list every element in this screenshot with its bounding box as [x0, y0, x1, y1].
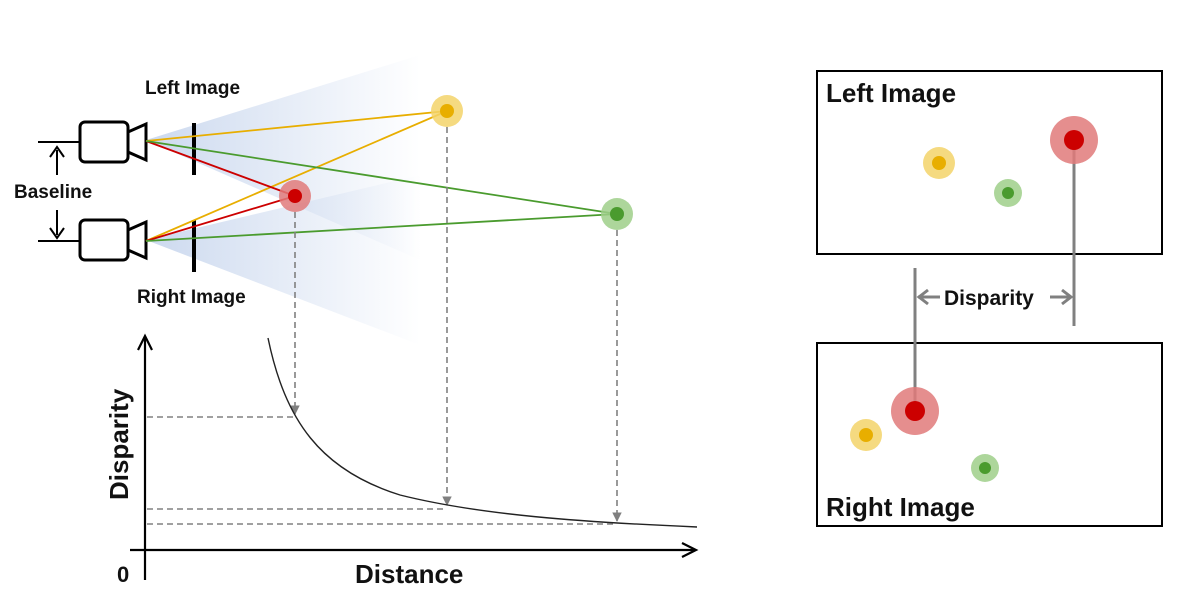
right-image-green-point	[971, 454, 999, 482]
right-image-red-point	[891, 387, 939, 435]
dashed-guides	[147, 127, 622, 525]
left-image-label: Left Image	[145, 78, 240, 99]
projection-rays	[145, 110, 618, 242]
right-image-panel-title: Right Image	[826, 492, 975, 522]
disparity-arrow	[916, 288, 1074, 306]
green-point-3d	[601, 198, 633, 230]
right-camera-frustum	[146, 175, 420, 345]
red-point-3d	[279, 180, 311, 212]
disparity-label: Disparity	[944, 287, 1034, 310]
disparity-curve	[267, 337, 698, 528]
yellow-point-3d	[431, 95, 463, 127]
left-image-panel	[816, 70, 1163, 255]
left-image-green-point	[994, 179, 1022, 207]
baseline-label: Baseline	[14, 182, 92, 203]
graph-origin-label: 0	[117, 562, 129, 587]
baseline-indicator	[38, 141, 80, 242]
left-camera-icon	[78, 120, 148, 164]
left-image-yellow-point	[923, 147, 955, 179]
left-image-red-point	[1050, 116, 1098, 164]
graph-y-axis-label: Disparity	[104, 388, 134, 500]
graph-axes	[130, 333, 699, 580]
graph-x-axis-label: Distance	[355, 559, 463, 589]
right-image-yellow-point	[850, 419, 882, 451]
right-image-label: Right Image	[137, 287, 246, 308]
left-image-panel-title: Left Image	[826, 78, 956, 108]
right-camera-icon	[78, 218, 148, 262]
